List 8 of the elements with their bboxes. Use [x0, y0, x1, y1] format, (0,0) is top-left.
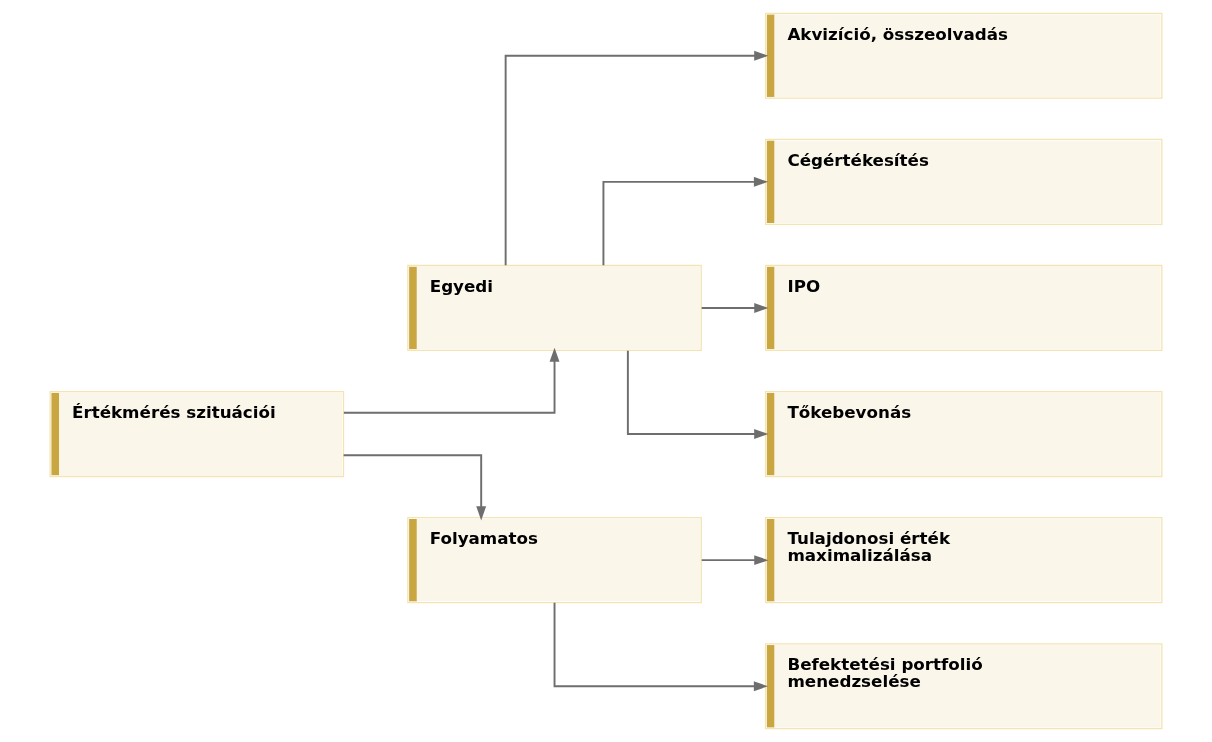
- arrow: [700, 555, 769, 566]
- arrow: [342, 454, 487, 521]
- arrow: [700, 303, 769, 313]
- arrow: [602, 176, 769, 267]
- arrow: [504, 50, 769, 267]
- arrow: [553, 601, 769, 692]
- arrow: [626, 349, 769, 439]
- arrow: [342, 347, 560, 414]
